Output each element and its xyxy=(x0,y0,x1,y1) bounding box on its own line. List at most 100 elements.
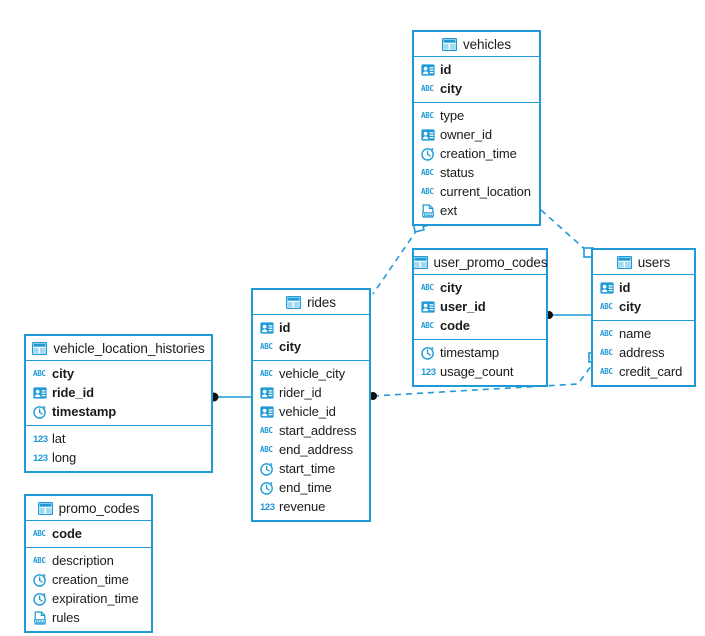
field-label: vehicle_city xyxy=(279,366,345,381)
abc-text-icon: ABC xyxy=(421,167,434,177)
id-card-icon xyxy=(33,386,47,400)
field-label: timestamp xyxy=(52,404,117,419)
field-row-city[interactable]: ABC city xyxy=(414,278,546,297)
table-header-rides[interactable]: rides xyxy=(253,290,369,315)
field-row-timestamp[interactable]: timestamp xyxy=(414,343,546,362)
number-123-icon: 123 xyxy=(33,433,48,445)
abc-text-icon: ABC xyxy=(33,368,46,378)
table-header-vehicle_location_histories[interactable]: vehicle_location_histories xyxy=(26,336,211,361)
id-card-icon xyxy=(600,281,614,295)
table-title: rides xyxy=(307,294,336,310)
field-row-rules[interactable]: JSON rules xyxy=(26,608,151,627)
field-row-ext[interactable]: JSON ext xyxy=(414,201,539,220)
field-label: status xyxy=(440,165,475,180)
field-row-end_time[interactable]: end_time xyxy=(253,478,369,497)
field-row-owner_id[interactable]: owner_id xyxy=(414,125,539,144)
field-label: creation_time xyxy=(440,146,517,161)
clock-icon xyxy=(33,573,47,587)
field-row-usage_count[interactable]: 123 usage_count xyxy=(414,362,546,381)
edge-vlh-rides[interactable] xyxy=(209,392,253,402)
field-group: timestamp 123 usage_count xyxy=(414,340,546,385)
field-row-creation_time[interactable]: creation_time xyxy=(26,570,151,589)
field-row-type[interactable]: ABC type xyxy=(414,106,539,125)
field-label: current_location xyxy=(440,184,531,199)
field-label: id xyxy=(619,280,631,295)
svg-text:JSON: JSON xyxy=(34,619,45,623)
field-row-expiration_time[interactable]: expiration_time xyxy=(26,589,151,608)
field-label: revenue xyxy=(279,499,326,514)
table-header-vehicles[interactable]: vehicles xyxy=(414,32,539,57)
clock-icon xyxy=(421,346,435,360)
field-label: city xyxy=(440,280,463,295)
field-label: rules xyxy=(52,610,80,625)
field-row-long[interactable]: 123 long xyxy=(26,448,211,467)
table-grid-icon xyxy=(286,295,302,309)
field-row-id[interactable]: id xyxy=(414,60,539,79)
field-row-id[interactable]: id xyxy=(253,318,369,337)
field-row-id[interactable]: id xyxy=(593,278,694,297)
field-row-lat[interactable]: 123 lat xyxy=(26,429,211,448)
field-label: type xyxy=(440,108,465,123)
field-row-rider_id[interactable]: rider_id xyxy=(253,383,369,402)
abc-text-icon: ABC xyxy=(600,301,613,311)
number-123-icon: 123 xyxy=(421,366,436,378)
field-label: ext xyxy=(440,203,458,218)
table-grid-icon xyxy=(32,341,48,355)
table-header-promo_codes[interactable]: promo_codes xyxy=(26,496,151,521)
field-label: expiration_time xyxy=(52,591,139,606)
abc-text-icon: ABC xyxy=(421,320,434,330)
abc-text-icon: ABC xyxy=(421,110,434,120)
field-label: city xyxy=(279,339,302,354)
table-grid-icon xyxy=(37,501,53,515)
field-label: usage_count xyxy=(440,364,514,379)
table-grid-icon xyxy=(616,255,632,269)
field-row-user_id[interactable]: user_id xyxy=(414,297,546,316)
abc-text-icon: ABC xyxy=(421,282,434,292)
field-label: id xyxy=(440,62,452,77)
field-row-creation_time[interactable]: creation_time xyxy=(414,144,539,163)
abc-text-icon: ABC xyxy=(260,444,273,454)
field-row-timestamp[interactable]: timestamp xyxy=(26,402,211,421)
field-row-vehicle_id[interactable]: vehicle_id xyxy=(253,402,369,421)
field-row-status[interactable]: ABC status xyxy=(414,163,539,182)
number-123-icon: 123 xyxy=(33,452,48,464)
table-title: user_promo_codes xyxy=(433,254,548,270)
json-document-icon: JSON xyxy=(421,203,435,218)
table-grid-icon xyxy=(442,37,457,51)
edge-vehicles-users[interactable] xyxy=(540,209,594,258)
edge-userpromocodes-users[interactable] xyxy=(545,311,591,319)
field-label: lat xyxy=(52,431,66,446)
field-label: long xyxy=(52,450,77,465)
field-row-start_time[interactable]: start_time xyxy=(253,459,369,478)
field-label: code xyxy=(52,526,82,541)
table-header-user_promo_codes[interactable]: user_promo_codes xyxy=(412,250,548,275)
id-card-icon xyxy=(260,386,274,400)
field-row-ride_id[interactable]: ride_id xyxy=(26,383,211,402)
table-header-users[interactable]: users xyxy=(593,250,694,275)
